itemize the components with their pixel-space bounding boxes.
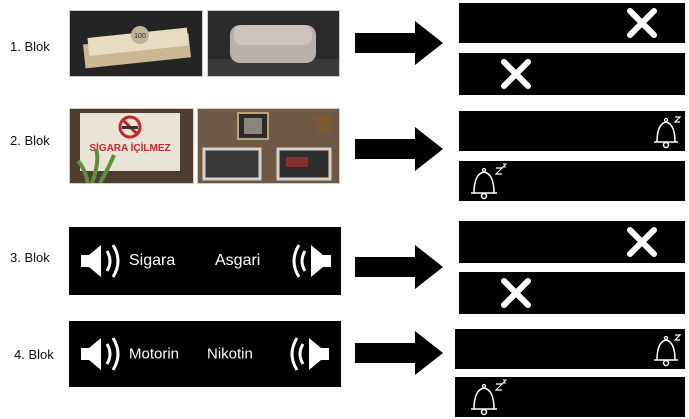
block-4-outcome-1 bbox=[455, 329, 685, 369]
block-2-outcome-1 bbox=[459, 111, 685, 151]
block-3-outcome-2 bbox=[459, 272, 685, 314]
wall-frames-image bbox=[197, 108, 340, 184]
block-2-outcome-2 bbox=[459, 161, 685, 201]
block-2-arrow bbox=[355, 127, 443, 171]
x-mark-icon bbox=[627, 227, 657, 257]
sleeping-bell-icon bbox=[471, 379, 508, 416]
block-4-audio-stimulus: Motorin Nikotin bbox=[69, 321, 341, 387]
x-mark-icon bbox=[501, 59, 531, 89]
block-1-label: 1. Blok bbox=[10, 39, 50, 54]
x-mark-icon bbox=[627, 8, 657, 38]
block-3-arrow bbox=[355, 245, 443, 289]
rolling-papers-image: 100 bbox=[69, 10, 203, 77]
no-smoking-sign-image: SİGARA İÇİLMEZ bbox=[69, 108, 194, 184]
svg-text:100: 100 bbox=[134, 33, 146, 40]
metal-tin-image bbox=[207, 10, 340, 77]
sleeping-bell-icon bbox=[654, 334, 682, 367]
word-sigara: Sigara bbox=[129, 252, 176, 269]
speaker-icon bbox=[290, 337, 329, 371]
block-2-label: 2. Blok bbox=[10, 133, 50, 148]
sleeping-bell-icon bbox=[654, 116, 682, 149]
block-3-audio-stimulus: Sigara Asgari bbox=[69, 227, 341, 295]
block-4-arrow bbox=[355, 331, 443, 375]
speaker-icon bbox=[81, 244, 120, 278]
block-3-outcome-1 bbox=[459, 221, 685, 263]
word-nikotin: Nikotin bbox=[207, 345, 253, 363]
block-4-label: 4. Blok bbox=[14, 347, 54, 362]
block-1-arrow bbox=[355, 21, 443, 65]
block-3-label: 3. Blok bbox=[10, 250, 50, 265]
speaker-icon bbox=[292, 244, 331, 278]
x-mark-icon bbox=[501, 278, 531, 308]
block-1-outcome-1 bbox=[459, 3, 685, 43]
word-asgari: Asgari bbox=[215, 252, 261, 269]
block-1-outcome-2 bbox=[459, 53, 685, 95]
sleeping-bell-icon bbox=[471, 163, 508, 200]
no-smoking-sign-text: SİGARA İÇİLMEZ bbox=[89, 141, 170, 154]
word-motorin: Motorin bbox=[129, 345, 180, 363]
speaker-icon bbox=[81, 337, 120, 371]
block-4-outcome-2 bbox=[455, 377, 685, 417]
